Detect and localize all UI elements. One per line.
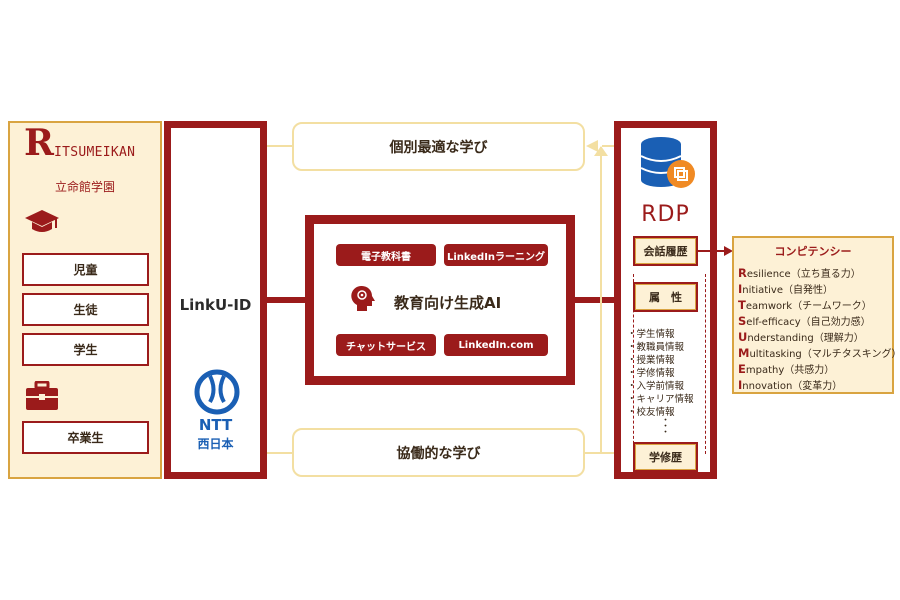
conversation-history-tag: 会話履歴 (633, 236, 698, 266)
attribute-item: ・授業情報 (627, 355, 675, 366)
personalized-learning-box: 個別最適な学び (292, 122, 585, 171)
connector-ai-rdp (575, 297, 614, 303)
logo-initial: R (24, 122, 54, 164)
competency-item: Understanding（理解力） (738, 330, 864, 344)
attribute-item: ・学生情報 (627, 329, 675, 340)
institution-panel: R ITSUMEIKAN 立命館学園 児童 生徒 学生 卒業生 (8, 121, 162, 479)
connector-top-right (602, 145, 614, 147)
service-e-textbook: 電子教科書 (336, 244, 436, 266)
attributes-bracket (633, 274, 706, 454)
attribute-item: ・学修情報 (627, 368, 675, 379)
role-alumni: 卒業生 (22, 421, 149, 454)
role-children: 児童 (22, 253, 149, 286)
competency-item: Multitasking（マルチタスキング） (738, 346, 900, 360)
attributes-tag: 属 性 (633, 282, 698, 312)
connector-bottom-left (267, 452, 292, 454)
connector-rdp-competency (697, 250, 727, 252)
competency-item: Self-efficacy（自己効力感） (738, 314, 871, 328)
generative-ai-title: 教育向け生成AI (394, 294, 502, 312)
attribute-item: ・入学前情報 (627, 381, 685, 392)
connector-right-vertical (600, 147, 602, 452)
rdp-column: RDP 会話履歴 属 性 ・学生情報 ・教職員情報 ・授業情報 ・学修情報 ・入… (614, 121, 717, 479)
service-chat: チャットサービス (336, 334, 436, 356)
more-ellipsis: ・・・ (661, 416, 671, 438)
ntt-west-label: 西日本 (197, 437, 234, 451)
institution-name: 立命館学園 (54, 180, 115, 194)
collaborative-learning-box: 協働的な学び (292, 428, 585, 477)
competency-item: Resilience（立ち直る力） (738, 266, 861, 280)
graduation-cap-icon (25, 210, 59, 232)
role-pupils: 生徒 (22, 293, 149, 326)
competency-title: コンピテンシー (774, 245, 852, 258)
role-students: 学生 (22, 333, 149, 366)
attribute-item: ・校友情報 (627, 407, 675, 418)
generative-ai-inner: 電子教科書 LinkedInラーニング 教育向け生成AI チャットサービス Li… (314, 224, 566, 376)
competency-item: Teamwork（チームワーク） (738, 298, 872, 312)
rdp-label: RDP (641, 202, 690, 227)
competency-item: Innovation（変革力） (738, 378, 843, 392)
ntt-logo-icon (194, 369, 240, 415)
service-linkedin-com: LinkedIn.com (444, 334, 548, 356)
ntt-mark: NTT (198, 416, 233, 434)
connector-top-left (267, 145, 292, 147)
arrow-left-icon (586, 140, 598, 152)
linku-id-column: LinkU-ID NTT 西日本 (164, 121, 267, 479)
connector-bottom-right (585, 452, 614, 454)
learning-history-tag: 学修歴 (633, 442, 698, 472)
attribute-item: ・教職員情報 (627, 342, 685, 353)
competency-panel: コンピテンシー Resilience（立ち直る力） Initiative（自発性… (732, 236, 900, 394)
ai-head-icon (351, 285, 375, 311)
attribute-item: ・キャリア情報 (627, 394, 694, 405)
briefcase-icon (26, 381, 58, 410)
arrow-up-icon (594, 146, 608, 156)
linku-id-label: LinkU-ID (179, 296, 252, 314)
service-linkedin-learning: LinkedInラーニング (444, 244, 548, 266)
connector-linku-ai (267, 297, 305, 303)
competency-item: Initiative（自発性） (738, 282, 833, 296)
competency-item: Empathy（共感力） (738, 362, 835, 376)
generative-ai-box: 電子教科書 LinkedInラーニング 教育向け生成AI チャットサービス Li… (305, 215, 575, 385)
database-icon (640, 137, 695, 188)
logo-wordmark: ITSUMEIKAN (54, 145, 136, 160)
arrow-right-icon (724, 246, 733, 256)
